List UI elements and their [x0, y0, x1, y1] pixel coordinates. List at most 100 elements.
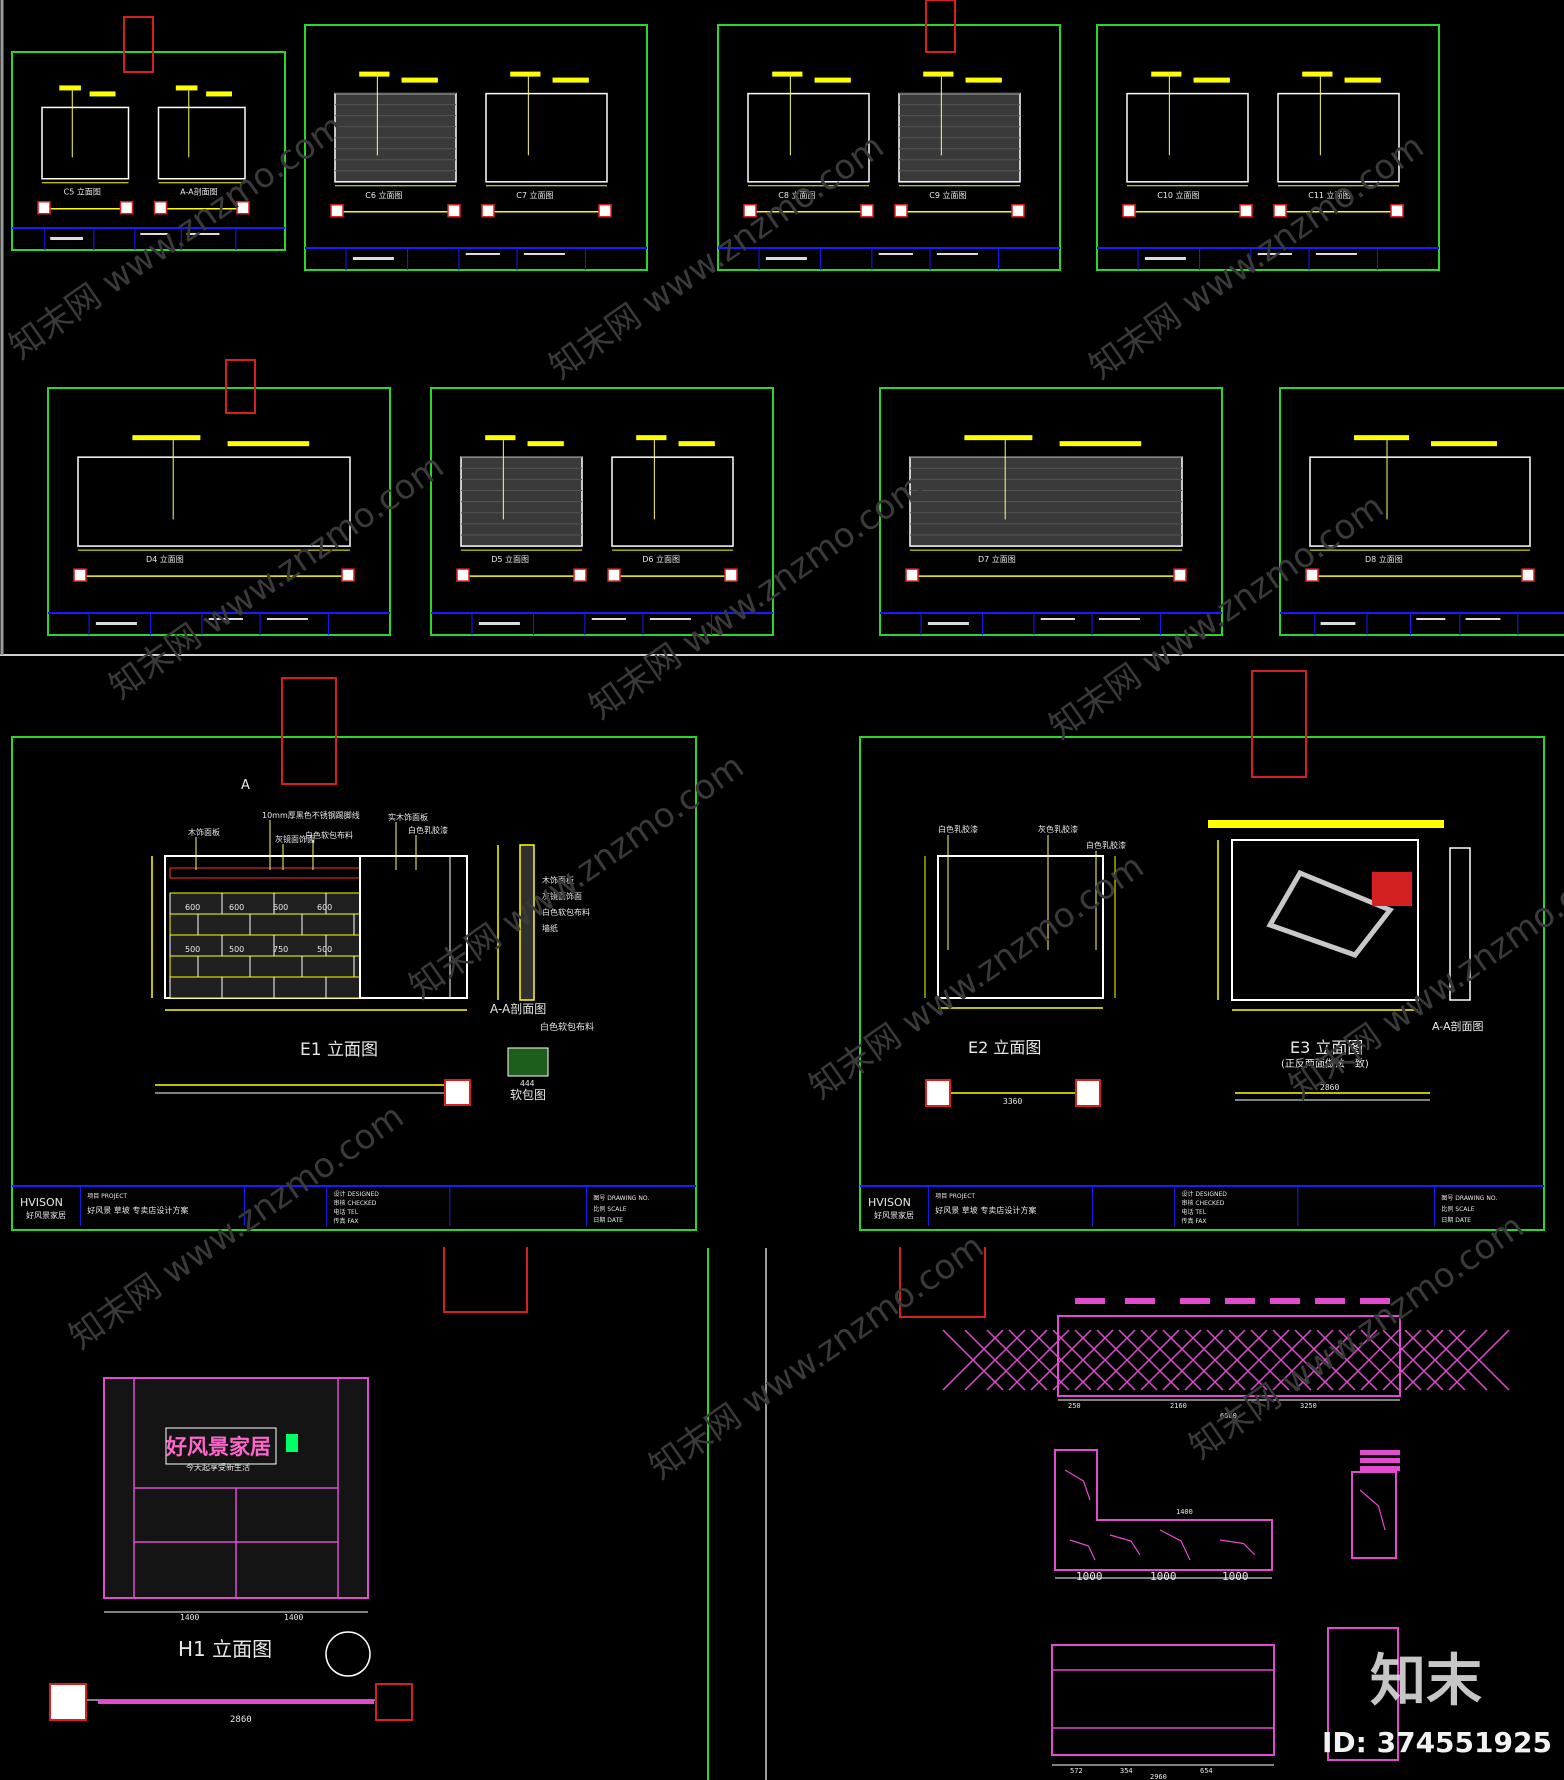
leader-label	[1151, 71, 1182, 77]
plan-column	[153, 200, 168, 215]
plan-column	[1521, 568, 1535, 582]
plan-column	[1011, 204, 1025, 218]
title-block-field: 传真 FAX	[1181, 1217, 1206, 1225]
sheet-label: C6 立面图	[365, 190, 402, 200]
lattice-line	[1250, 1329, 1312, 1391]
red-marker	[899, 1247, 986, 1318]
leader-label	[227, 441, 310, 447]
title-block-logo: HVISON	[868, 1196, 911, 1209]
panel-dim: 600	[229, 903, 244, 912]
e2-elevation-outline	[937, 855, 1104, 999]
elevation-outline	[77, 456, 351, 547]
lattice-line	[1228, 1329, 1290, 1391]
plan-column	[1305, 568, 1319, 582]
panel-dim: 600	[185, 903, 200, 912]
lattice-line	[986, 1329, 1048, 1391]
title-block-project-label: 项目 PROJECT	[87, 1193, 127, 1200]
title-block-text-bar	[523, 253, 565, 255]
title-block-field: 日期 DATE	[593, 1216, 623, 1224]
lattice-line	[1030, 1329, 1092, 1391]
lattice-line	[1140, 1329, 1202, 1391]
plan-column	[236, 200, 250, 215]
lattice-line	[1206, 1329, 1268, 1391]
title-block-text-bar	[1315, 253, 1357, 255]
small-sheet: D8 立面图	[1279, 387, 1564, 636]
e1-section-mark: A	[241, 778, 250, 793]
sheet-frame	[879, 387, 1223, 636]
counter-dim-top: 250	[1068, 1402, 1081, 1410]
leader-label	[89, 91, 116, 97]
e2-note: 灰色乳胶漆	[1038, 824, 1078, 834]
counter-label-bar	[1360, 1298, 1390, 1304]
elevation-outline	[1126, 92, 1249, 183]
title-block-text-bar	[478, 622, 520, 625]
plan-column	[37, 200, 51, 215]
title-block-text-bar	[1098, 618, 1140, 620]
sheet-frame	[47, 387, 391, 636]
title-block-text-bar	[1416, 618, 1446, 620]
counter-bottom-side	[1327, 1627, 1399, 1761]
lattice-line	[1162, 1329, 1224, 1391]
title-block-logo-sub: 好风景家居	[874, 1210, 914, 1220]
elevation-outline	[485, 92, 608, 183]
lattice-line	[1272, 1329, 1334, 1391]
plan-column	[598, 204, 612, 218]
marble-vein	[1159, 1529, 1191, 1561]
panel-dim: 500	[317, 945, 332, 954]
h1-green-accent	[286, 1434, 298, 1452]
title-block-text-bar	[936, 253, 978, 255]
h1-detail-circle	[325, 1631, 371, 1677]
e1-plan-column	[444, 1079, 471, 1106]
title-block-text-bar	[1144, 257, 1186, 260]
e2-plan-column	[1075, 1079, 1101, 1107]
title-block-logo-sub: 好风景家居	[26, 1210, 66, 1220]
h1-plan-column	[49, 1683, 87, 1721]
title-block-text-bar	[95, 622, 137, 625]
sheet-label: C11 立面图	[1308, 190, 1350, 200]
e2-title: E2 立面图	[968, 1038, 1041, 1057]
title-block-field: 设计 DESIGNED	[1181, 1190, 1227, 1198]
lattice-line	[1360, 1329, 1422, 1391]
sheet-label: D7 立面图	[978, 554, 1016, 564]
sheet-e2-e3: 白色乳胶漆灰色乳胶漆白色乳胶漆 E2 立面图 3360 A-A剖面图 E3 立面…	[859, 670, 1545, 1231]
lattice-line	[1184, 1329, 1246, 1391]
counter-dim-bottom: 572	[1070, 1767, 1083, 1775]
h1-plan-strip	[98, 1700, 374, 1704]
title-block-text-bar	[352, 257, 394, 260]
sheet-label: A-A剖面图	[180, 187, 217, 197]
leader-label	[636, 435, 667, 441]
title-block-text-bar	[591, 618, 626, 620]
elevation-outline	[157, 106, 246, 180]
counter-dim-mid: 1000	[1076, 1570, 1103, 1583]
sheet-label: C8 立面图	[778, 190, 815, 200]
lattice-line	[942, 1329, 1004, 1391]
e3-plan-dim: 2860	[1320, 1083, 1339, 1092]
panel-dim: 500	[229, 945, 244, 954]
leader-label	[552, 77, 589, 83]
e1-section-note: 灰镜面饰面	[542, 891, 582, 901]
watermark-brand: 知末	[1370, 1649, 1482, 1714]
sheet-frame	[717, 24, 1061, 271]
elevation-outline	[611, 456, 734, 547]
counter-dim-top: 2160	[1170, 1402, 1187, 1410]
red-marker	[281, 677, 337, 785]
title-block-text-bar	[927, 622, 969, 625]
leader-label	[59, 85, 81, 91]
title-block-text-bar	[140, 233, 168, 235]
red-marker	[123, 16, 154, 73]
elevation-outline	[1277, 92, 1400, 183]
sheet-label: C7 立面图	[516, 190, 553, 200]
e1-detail-note: 白色软包布料	[540, 1021, 594, 1033]
leader-label	[1344, 77, 1381, 83]
title-block-text-bar	[186, 233, 220, 235]
panel-dim: 500	[185, 945, 200, 954]
e1-detail-box	[507, 1047, 549, 1077]
plan-column	[119, 200, 134, 215]
h1-title: H1 立面图	[178, 1637, 272, 1661]
plan-column	[330, 204, 344, 218]
counter-label-bar	[1360, 1466, 1400, 1471]
